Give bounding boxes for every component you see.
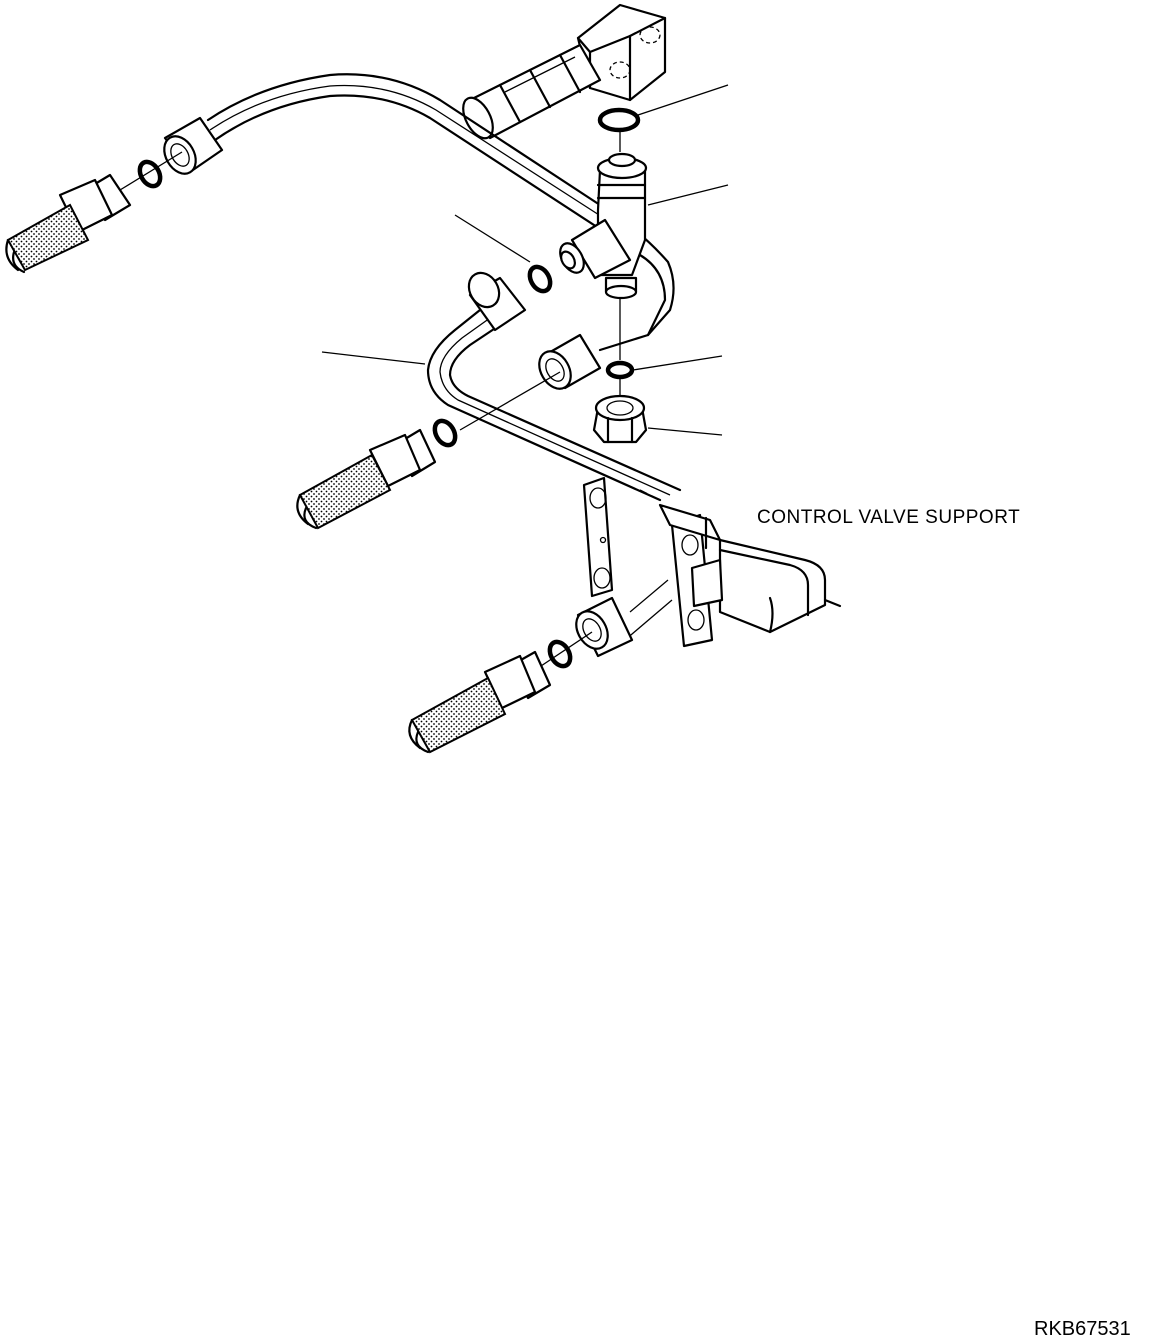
o-ring-upper-left: [137, 159, 163, 189]
o-ring-lower: [605, 360, 635, 380]
tee-fitting: [559, 152, 648, 300]
clamp-half-right: [658, 503, 724, 648]
leader-lines: [321, 84, 729, 436]
callout-label: CONTROL VALVE SUPPORT: [757, 507, 1020, 528]
o-ring-top: [597, 107, 641, 133]
upper-hose-fitting: [462, 43, 602, 140]
upper-left-hose-end: [5, 173, 132, 274]
middle-tube: [426, 308, 682, 502]
tee-lower-nut: [538, 333, 602, 390]
upper-left-nut: [163, 116, 224, 175]
middle-hose-end: [296, 428, 437, 530]
lower-hose-end: [408, 650, 552, 754]
o-ring-tee-side: [527, 264, 553, 294]
center-line: [119, 151, 183, 191]
hex-nut: [592, 394, 648, 444]
lower-nut: [575, 596, 634, 658]
clamp-half-left: [582, 476, 614, 598]
middle-nut: [467, 271, 527, 332]
valve-block: [576, 3, 667, 102]
o-ring-middle: [432, 418, 458, 448]
drawing-number: RKB67531: [1034, 1318, 1131, 1340]
control-valve-support: [718, 538, 842, 634]
